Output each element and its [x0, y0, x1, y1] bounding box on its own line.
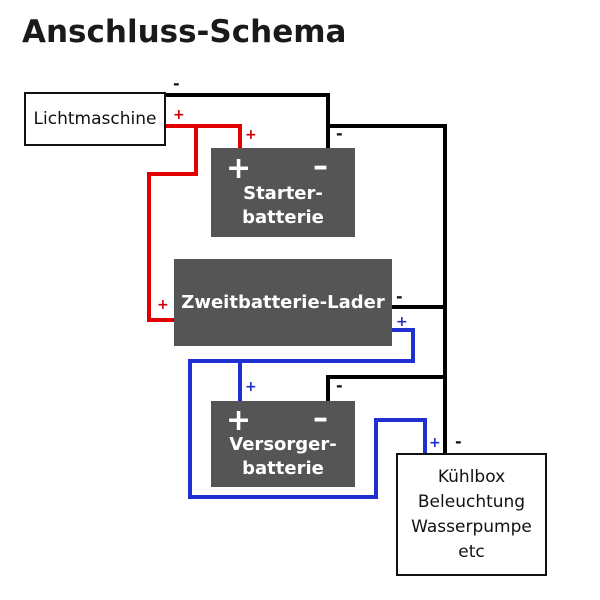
loads-plus-marker: +	[429, 435, 441, 451]
wire-blue-lader-to-versorger	[188, 328, 427, 499]
service-battery-plus: +	[226, 403, 252, 438]
starter-battery-label-1: Starter-	[243, 182, 323, 204]
wire-black-versorger-minus	[326, 375, 445, 401]
service-battery-label-1: Versorger-	[229, 434, 337, 455]
starter-minus-marker: -	[336, 124, 343, 143]
wire-black-alternator-to-starter-minus	[166, 93, 330, 148]
starter-battery-plus: +	[226, 151, 252, 186]
page-title: Anschluss-Schema	[22, 14, 347, 50]
starter-plus-marker: +	[245, 127, 257, 143]
charger-label: Zweitbatterie-Lader	[181, 292, 385, 313]
service-plus-marker: +	[245, 379, 257, 395]
starter-battery-minus: –	[313, 149, 328, 184]
service-minus-marker: -	[336, 376, 343, 395]
load-item: Wasserpumpe	[411, 516, 532, 537]
service-battery-minus: –	[313, 401, 328, 436]
load-item: Beleuchtung	[417, 491, 526, 512]
charger-box: Zweitbatterie-Lader	[174, 259, 392, 346]
charger-minus-marker: -	[396, 287, 403, 306]
service-battery: Versorger- batterie	[211, 401, 355, 487]
alternator-minus-marker: -	[173, 74, 180, 93]
load-item: etc	[458, 541, 485, 562]
alternator-plus-marker: +	[173, 107, 185, 123]
wire-black-main-bus	[328, 124, 447, 453]
loads-box: Kühlbox Beleuchtung Wasserpumpe etc	[396, 453, 547, 576]
wire-red-alternator-to-starter	[166, 124, 242, 148]
alternator-box: Lichtmaschine	[24, 92, 166, 146]
wire-red-alternator-to-lader	[147, 126, 198, 322]
service-battery-label-2: batterie	[242, 458, 324, 479]
starter-battery: Starter- batterie	[211, 148, 355, 237]
alternator-label: Lichtmaschine	[33, 109, 157, 129]
starter-battery-label-2: batterie	[242, 206, 324, 228]
charger-plus-in-marker: +	[157, 297, 169, 313]
charger-plus-out-marker: +	[396, 314, 408, 330]
load-item: Kühlbox	[437, 466, 506, 487]
loads-minus-marker: -	[455, 432, 462, 451]
